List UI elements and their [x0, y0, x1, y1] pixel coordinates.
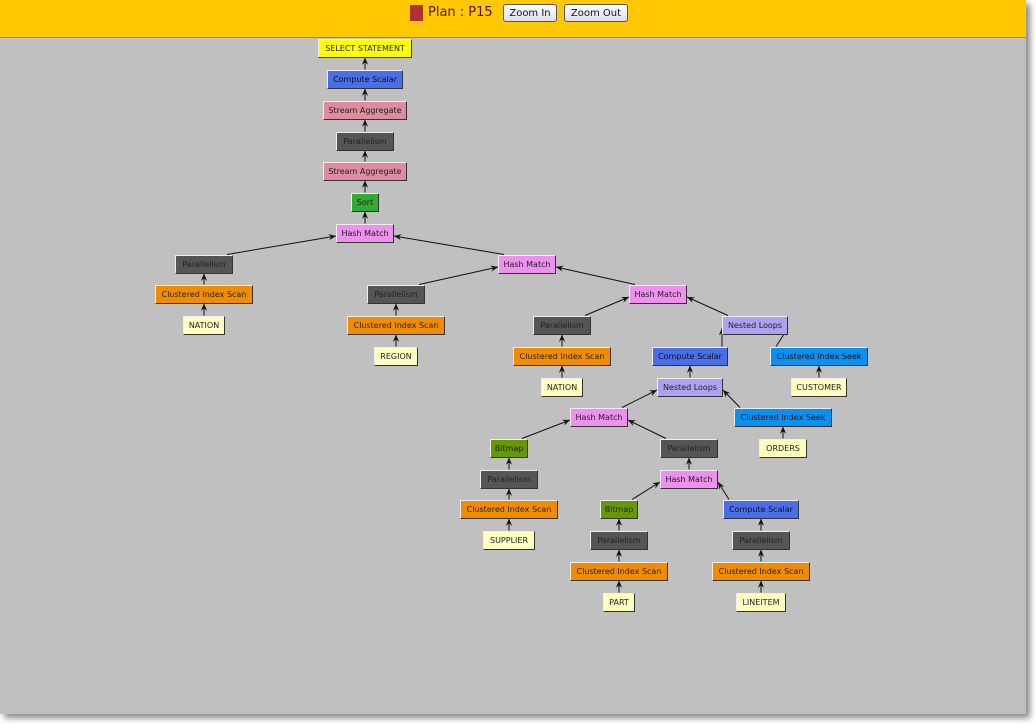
zoom-in-button[interactable]: Zoom In	[503, 4, 557, 22]
edge-arrow	[361, 119, 369, 132]
plan-node-bitmap[interactable]: Bitmap	[600, 499, 638, 519]
plan-node-aggregate[interactable]: Stream Aggregate	[323, 161, 407, 181]
edge-arrow	[418, 265, 499, 285]
edge-arrow	[505, 488, 513, 500]
plan-node-compute[interactable]: Compute Scalar	[723, 499, 799, 519]
plan-node-parallel[interactable]: Parallelism	[732, 530, 790, 550]
edge-arrow	[686, 296, 729, 316]
edge-arrow	[361, 150, 369, 162]
edge-arrow	[779, 426, 787, 439]
plan-node-table[interactable]: REGION	[374, 346, 418, 366]
plan-node-scan[interactable]: Clustered Index Scan	[712, 561, 810, 581]
edge-arrow	[521, 419, 571, 439]
edge-arrow	[621, 389, 658, 408]
edge-arrow	[615, 549, 623, 562]
edge-arrow	[685, 457, 693, 470]
plan-node-parallel[interactable]: Parallelism	[533, 315, 591, 335]
edge-arrow	[631, 481, 661, 500]
edge-arrow	[757, 518, 765, 531]
edge-arrow	[615, 580, 623, 593]
plan-node-parallel[interactable]: Parallelism	[590, 530, 648, 550]
edge-arrow	[393, 234, 505, 255]
edge-layer	[200, 57, 823, 593]
plan-node-parallel[interactable]: Parallelism	[660, 438, 718, 458]
edge-arrow	[505, 457, 513, 470]
plan-node-hash[interactable]: Hash Match	[629, 284, 687, 304]
edge-arrow	[361, 211, 369, 224]
edge-arrow	[627, 419, 667, 439]
plan-node-parallel[interactable]: Parallelism	[175, 254, 233, 274]
edge-arrow	[392, 334, 400, 347]
plan-color-swatch	[410, 5, 423, 21]
zoom-out-button[interactable]: Zoom Out	[564, 4, 628, 22]
plan-node-aggregate[interactable]: Stream Aggregate	[323, 100, 407, 120]
toolbar: Plan : P15 Zoom In Zoom Out	[0, 0, 1026, 38]
plan-node-table[interactable]: NATION	[541, 377, 583, 397]
plan-node-scan[interactable]: Clustered Index Scan	[347, 315, 445, 335]
plan-node-loops[interactable]: Nested Loops	[657, 377, 723, 397]
edge-arrow	[722, 389, 741, 408]
edge-arrow	[757, 580, 765, 593]
plan-node-scan[interactable]: Clustered Index Scan	[513, 346, 611, 366]
edge-arrow	[686, 365, 694, 378]
plan-viewer-window: Plan : P15 Zoom In Zoom Out SELECT STATE…	[0, 0, 1026, 714]
edge-arrow	[558, 365, 566, 378]
edge-arrow	[200, 273, 208, 285]
plan-node-compute[interactable]: Compute Scalar	[327, 69, 403, 89]
edge-arrow	[584, 296, 630, 316]
plan-node-hash[interactable]: Hash Match	[660, 469, 718, 489]
plan-node-compute[interactable]: Compute Scalar	[652, 346, 728, 366]
plan-title: Plan : P15	[428, 5, 493, 20]
plan-node-hash[interactable]: Hash Match	[336, 223, 394, 243]
plan-node-select[interactable]: SELECT STATEMENT	[318, 38, 412, 58]
edge-arrow	[615, 518, 623, 531]
plan-node-seek[interactable]: Clustered Index Seek	[770, 346, 868, 366]
edge-arrow	[361, 180, 369, 193]
plan-node-bitmap[interactable]: Bitmap	[490, 438, 528, 458]
plan-node-table[interactable]: SUPPLIER	[483, 530, 535, 550]
plan-node-scan[interactable]: Clustered Index Scan	[155, 284, 253, 304]
edge-arrow	[815, 365, 823, 378]
plan-node-seek[interactable]: Clustered Index Seek	[734, 407, 832, 427]
plan-node-loops[interactable]: Nested Loops	[722, 315, 788, 335]
edge-arrow	[200, 303, 208, 316]
edge-arrow	[226, 234, 337, 255]
plan-node-table[interactable]: ORDERS	[759, 438, 807, 458]
plan-node-parallel[interactable]: Parallelism	[480, 469, 538, 489]
edge-arrow	[757, 549, 765, 562]
plan-node-parallel[interactable]: Parallelism	[367, 284, 425, 304]
edge-arrow	[505, 518, 513, 531]
edge-arrow	[717, 481, 730, 500]
plan-node-table[interactable]: NATION	[183, 315, 225, 335]
edge-arrow	[361, 57, 369, 70]
edge-arrow	[361, 88, 369, 101]
plan-node-hash[interactable]: Hash Match	[570, 407, 628, 427]
edge-arrow	[555, 265, 636, 285]
plan-node-scan[interactable]: Clustered Index Scan	[570, 561, 668, 581]
plan-node-parallel[interactable]: Parallelism	[336, 131, 394, 151]
edge-arrow	[392, 303, 400, 316]
plan-node-hash[interactable]: Hash Match	[498, 254, 556, 274]
edge-arrow	[558, 334, 566, 347]
plan-node-scan[interactable]: Clustered Index Scan	[460, 499, 558, 519]
plan-node-table[interactable]: CUSTOMER	[791, 377, 847, 397]
plan-node-table[interactable]: PART	[603, 592, 635, 612]
plan-node-sort[interactable]: Sort	[351, 192, 379, 212]
plan-node-table[interactable]: LINEITEM	[736, 592, 786, 612]
